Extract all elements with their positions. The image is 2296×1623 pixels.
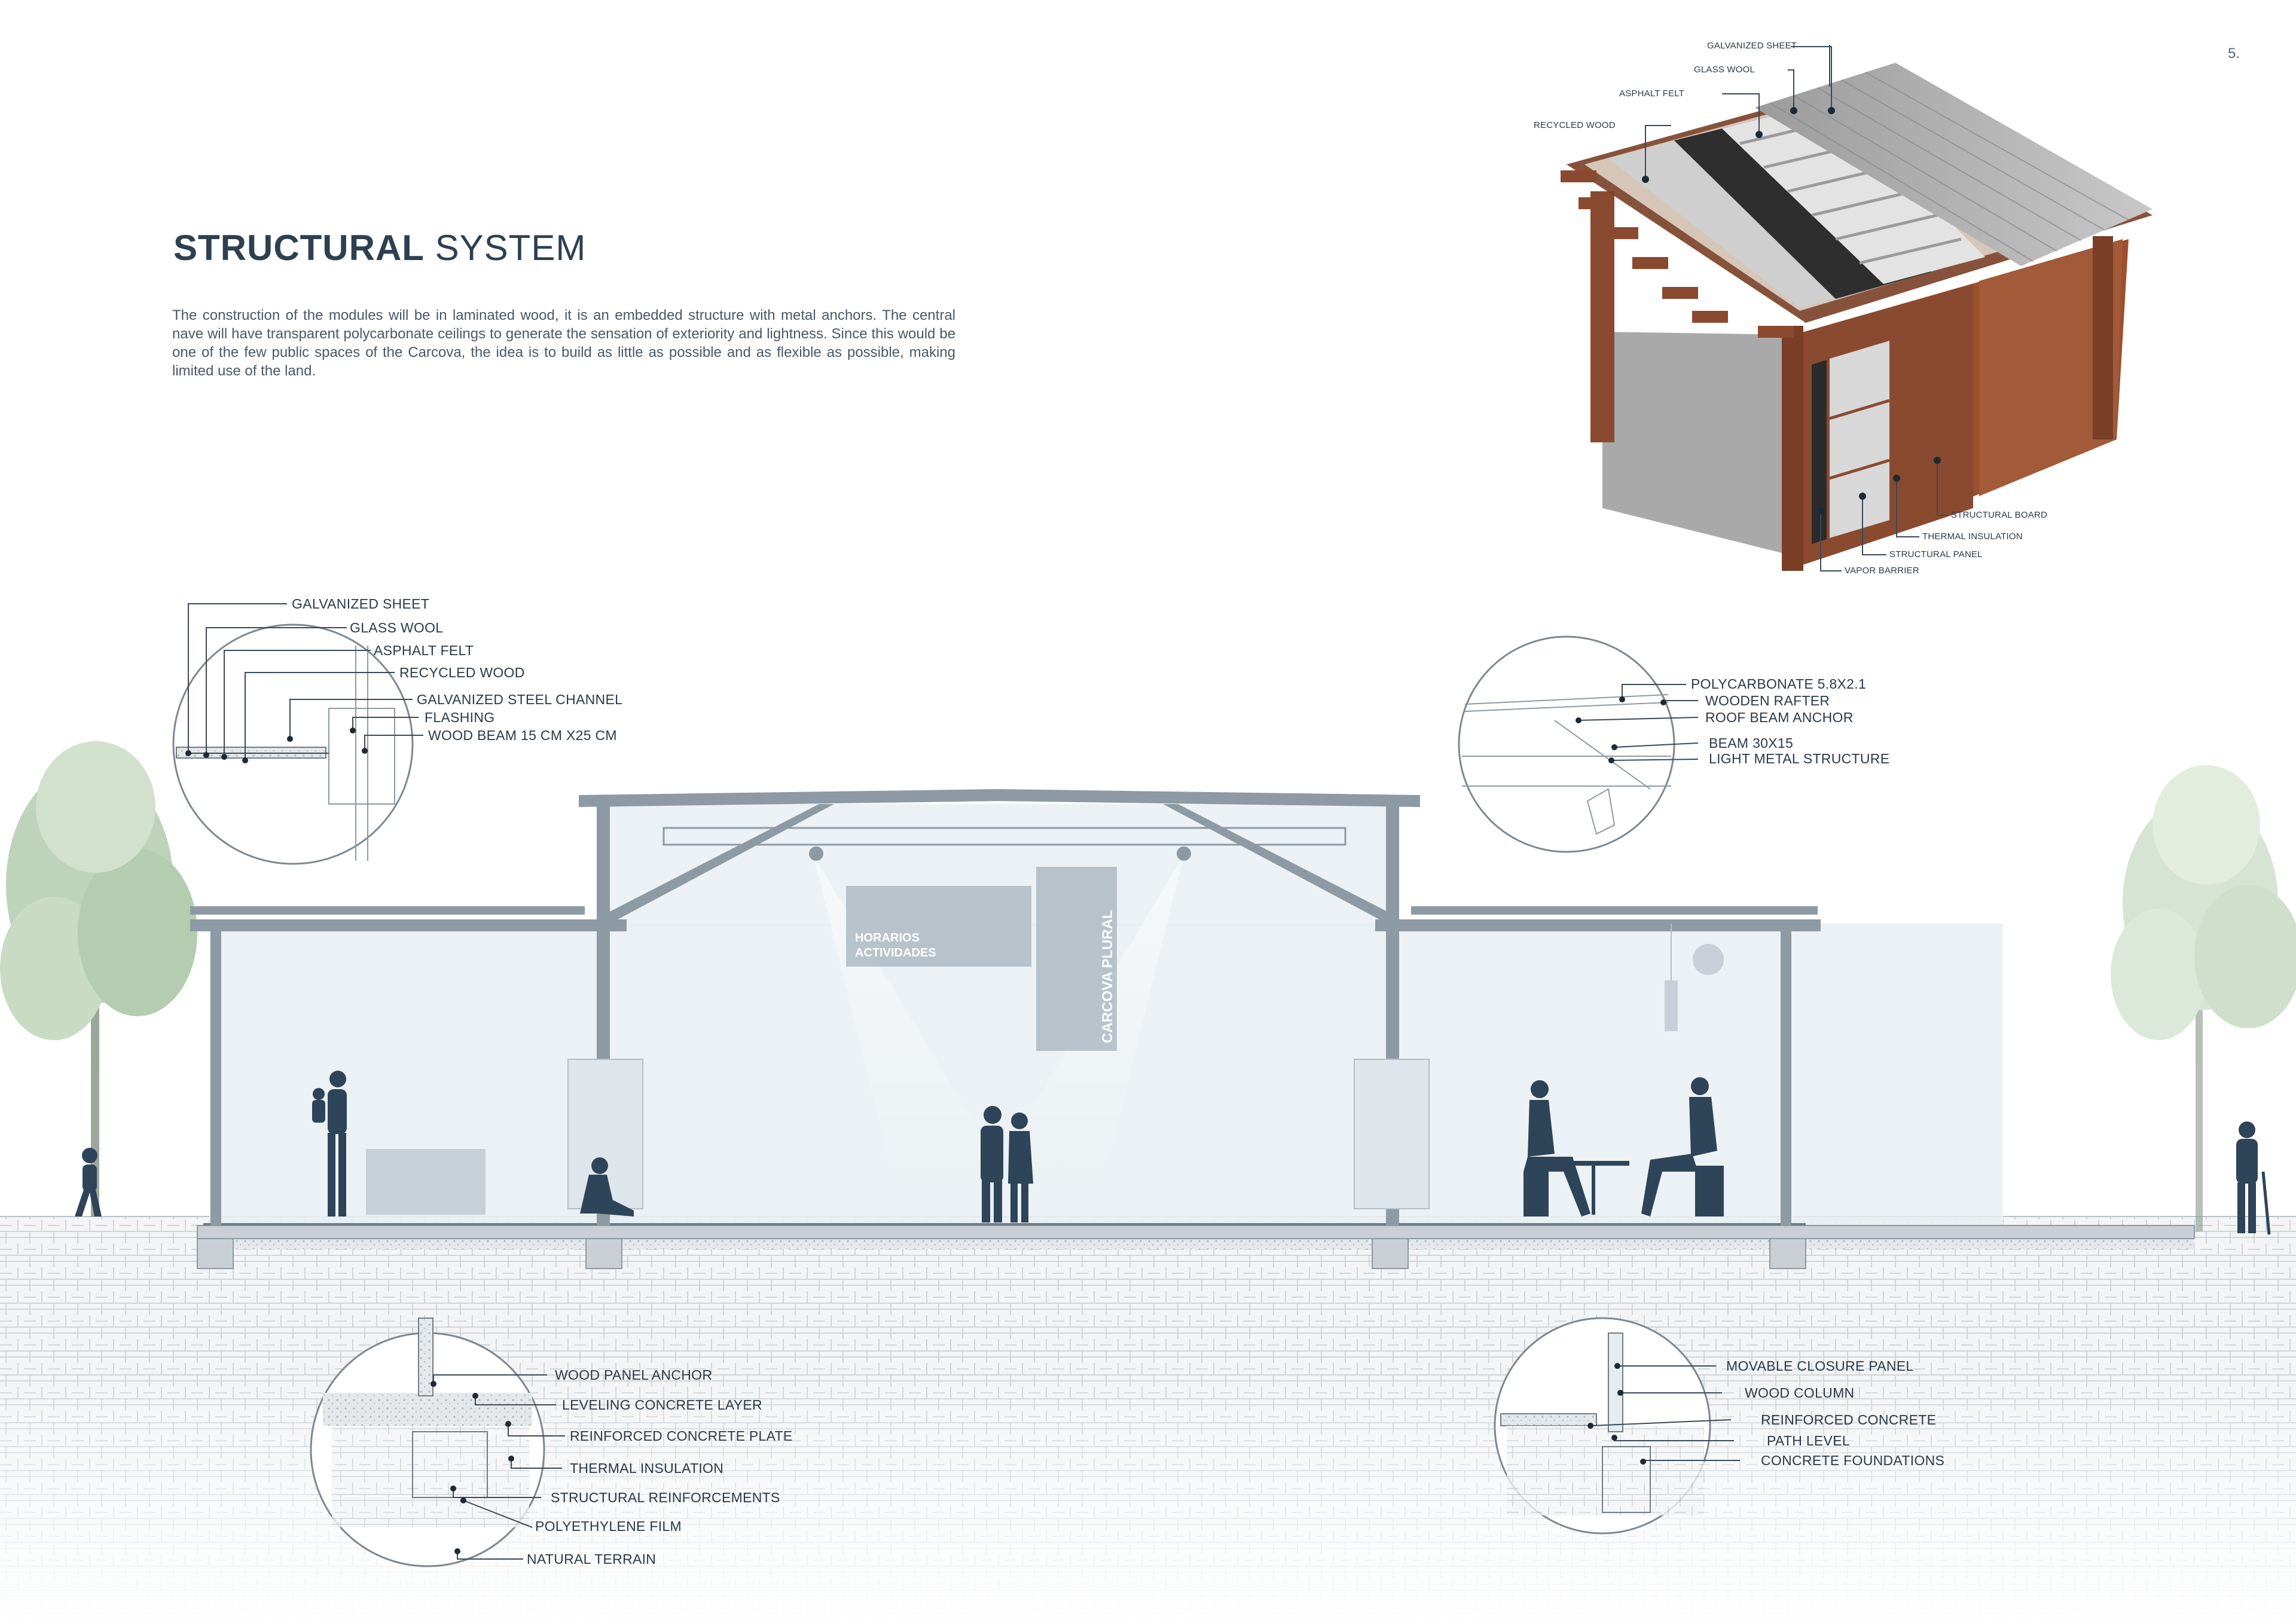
roof-right-label-2: ROOF BEAM ANCHOR — [1705, 710, 1854, 725]
roof-left-label-6: WOOD BEAM 15 CM X25 CM — [428, 728, 617, 743]
page-title: STRUCTURAL SYSTEM — [173, 227, 586, 268]
detail-roof-left — [172, 603, 423, 865]
detail-floor-left — [310, 1318, 565, 1567]
sign-banner: CARCOVA PLURAL — [1100, 910, 1116, 1043]
floor-left-label-5: POLYETHYLENE FILM — [535, 1518, 682, 1534]
person-seated-left — [1523, 1080, 1590, 1217]
elderly-person-outside — [2236, 1121, 2271, 1235]
floor-right-label-1: WOOD COLUMN — [1745, 1385, 1855, 1401]
axo-label-structural-panel: STRUCTURAL PANEL — [1889, 549, 1983, 560]
floor-left-label-2: REINFORCED CONCRETE PLATE — [570, 1428, 793, 1444]
floor-right-label-4: CONCRETE FOUNDATIONS — [1761, 1453, 1945, 1468]
axo-label-recycled-wood: RECYCLED WOOD — [1534, 120, 1616, 130]
detail-floor-right — [1494, 1317, 1740, 1535]
title-bold: STRUCTURAL — [173, 228, 425, 268]
axo-label-vapor-barrier: VAPOR BARRIER — [1845, 566, 1919, 576]
page-number: 5. — [2228, 45, 2240, 62]
couple-center — [981, 1106, 1033, 1222]
roof-right-label-3: BEAM 30X15 — [1709, 735, 1794, 751]
sign-schedule-line1: HORARIOS — [855, 931, 920, 945]
floor-left-label-0: WOOD PANEL ANCHOR — [555, 1367, 713, 1383]
detail-roof-right — [1458, 635, 1699, 853]
floor-right-label-3: PATH LEVEL — [1767, 1433, 1850, 1448]
axo-label-structural-board: STRUCTURAL BOARD — [1951, 510, 2047, 520]
floor-left-label-4: STRUCTURAL REINFORCEMENTS — [551, 1490, 780, 1505]
roof-left-label-4: GALVANIZED STEEL CHANNEL — [417, 692, 623, 707]
description-paragraph: The construction of the modules will be … — [172, 307, 955, 379]
axo-label-galvanized-sheet: GALVANIZED SHEET — [1707, 41, 1797, 51]
person-child-outside — [75, 1148, 102, 1217]
sign-schedule-line2: ACTIVIDADES — [855, 946, 936, 959]
roof-left-label-2: ASPHALT FELT — [374, 643, 474, 658]
roof-right-label-1: WOODEN RAFTER — [1705, 693, 1830, 708]
floor-right-label-0: MOVABLE CLOSURE PANEL — [1726, 1358, 1914, 1374]
axo-label-asphalt-felt: ASPHALT FELT — [1619, 88, 1685, 99]
person-reading — [580, 1157, 634, 1217]
people-silhouettes — [75, 1071, 2271, 1235]
roof-left-label-5: FLASHING — [425, 710, 495, 725]
axo-label-glass-wool: GLASS WOOL — [1694, 65, 1755, 75]
floor-left-label-6: NATURAL TERRAIN — [527, 1551, 657, 1567]
floor-left-label-1: LEVELING CONCRETE LAYER — [562, 1397, 762, 1413]
tree-right — [2111, 765, 2296, 1231]
person-parent-child — [312, 1071, 347, 1217]
axonometric-module — [1561, 45, 2152, 571]
tree-left — [0, 741, 197, 1217]
title-light: SYSTEM — [435, 228, 587, 268]
axo-label-thermal-insulation: THERMAL INSULATION — [1922, 531, 2023, 542]
person-seated-right — [1641, 1077, 1724, 1217]
roof-left-label-0: GALVANIZED SHEET — [292, 596, 430, 612]
roof-left-label-1: GLASS WOOL — [350, 620, 444, 635]
floor-left-label-3: THERMAL INSULATION — [570, 1460, 724, 1476]
roof-right-label-0: POLYCARBONATE 5.8X2.1 — [1691, 676, 1867, 692]
roof-right-label-4: LIGHT METAL STRUCTURE — [1709, 751, 1890, 766]
roof-left-label-3: RECYCLED WOOD — [399, 665, 525, 680]
building-section — [190, 789, 2195, 1269]
floor-right-label-2: REINFORCED CONCRETE — [1761, 1412, 1937, 1428]
